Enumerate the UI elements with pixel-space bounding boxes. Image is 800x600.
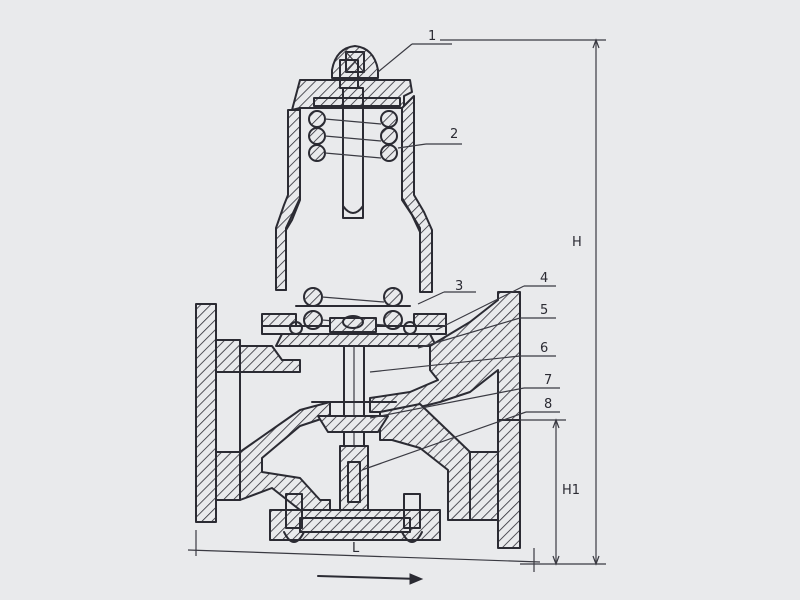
- callout-3: 3: [455, 279, 463, 294]
- dimensions: H H1 L: [187, 38, 606, 585]
- diaphragm-assembly: [261, 313, 447, 347]
- bonnet: [275, 45, 433, 330]
- valve-body: [195, 291, 521, 549]
- callout-6: 6: [540, 341, 548, 356]
- dim-h1-label: H1: [562, 483, 580, 498]
- callout-5: 5: [540, 303, 548, 318]
- callout-2: 2: [450, 127, 458, 142]
- callout-7: 7: [544, 373, 552, 388]
- callout-4: 4: [540, 271, 548, 286]
- dim-h-label: H: [572, 235, 582, 250]
- arrow-right-icon: [317, 573, 424, 585]
- callout-8: 8: [544, 397, 552, 412]
- callouts: 1 2 3 4 5 6 7 8: [361, 29, 560, 471]
- callout-1: 1: [428, 29, 436, 44]
- dim-l-label: L: [352, 541, 360, 556]
